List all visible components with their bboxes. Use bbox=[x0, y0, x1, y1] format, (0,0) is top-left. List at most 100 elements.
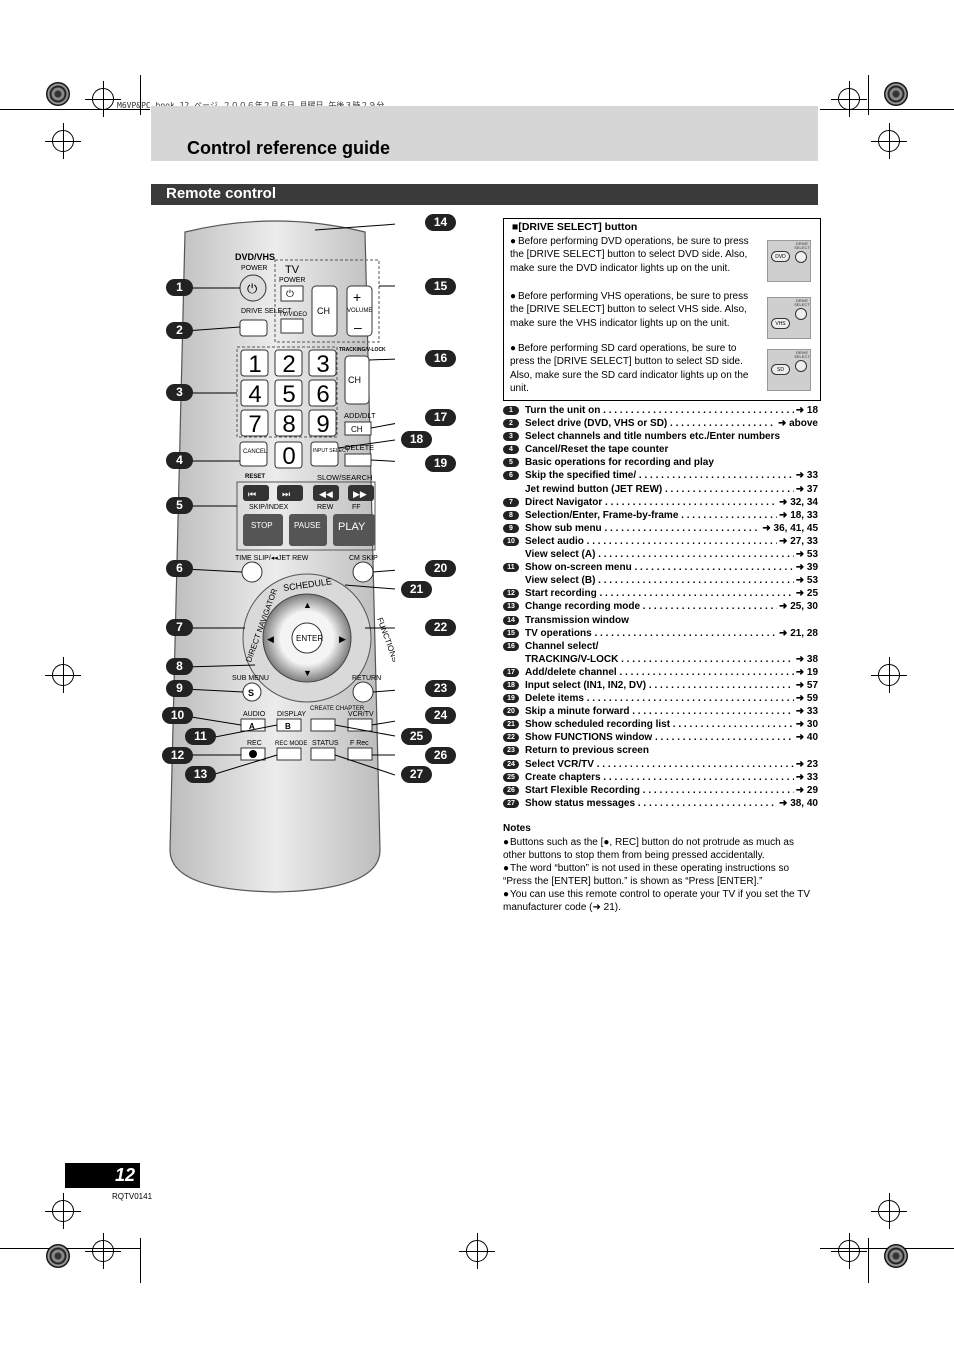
label-display: DISPLAY bbox=[277, 711, 306, 718]
item-page-ref: ➜ 21, 28 bbox=[777, 626, 818, 640]
callout-23: 23 bbox=[425, 680, 456, 697]
item-text: Select audio . . . . . . . . . . . . . .… bbox=[525, 535, 812, 547]
callout-24: 24 bbox=[425, 707, 456, 724]
label-tv-video: TV/VIDEO bbox=[279, 312, 307, 318]
label-return: RETURN bbox=[352, 675, 381, 682]
item-number-badge: 7 bbox=[503, 497, 519, 507]
label-rec-mode: REC MODE bbox=[275, 741, 307, 747]
label-reset: RESET bbox=[245, 474, 265, 480]
svg-text:CH: CH bbox=[351, 425, 363, 434]
crop-mark bbox=[820, 109, 954, 110]
item-page-ref: ➜ 33 bbox=[793, 469, 818, 483]
crop-mark bbox=[868, 1238, 869, 1283]
label-play: PLAY bbox=[338, 521, 366, 533]
item-text: View select (A) . . . . . . . . . . . . … bbox=[525, 549, 818, 561]
page-title: Control reference guide bbox=[187, 138, 391, 158]
item-text: Input select (IN1, IN2, DV) . . . . . . … bbox=[525, 679, 818, 691]
item-number-badge: 11 bbox=[503, 563, 519, 573]
callout-8: 8 bbox=[166, 658, 193, 675]
item-number-badge: 15 bbox=[503, 628, 519, 638]
page-code: RQTV0141 bbox=[112, 1192, 153, 1201]
item-number-badge: 13 bbox=[503, 602, 519, 612]
item-page-ref: ➜ 25, 30 bbox=[777, 600, 818, 614]
registration-mark bbox=[871, 123, 907, 159]
svg-text:▼: ▼ bbox=[303, 668, 312, 678]
registration-mark bbox=[871, 1193, 907, 1229]
list-item: TRACKING/V-LOCK . . . . . . . . . . . . … bbox=[503, 652, 818, 666]
label-sub-menu: SUB MENU bbox=[232, 675, 269, 682]
item-page-ref: ➜ 29 bbox=[793, 783, 818, 797]
item-page-ref: ➜ 38, 40 bbox=[777, 796, 818, 810]
svg-text:▶▶: ▶▶ bbox=[353, 489, 367, 499]
item-page-ref: ➜ 32, 34 bbox=[777, 495, 818, 509]
item-page-ref: ➜ 53 bbox=[793, 574, 818, 588]
callout-13: 13 bbox=[185, 766, 216, 783]
item-text: Show status messages . . . . . . . . . .… bbox=[525, 797, 818, 809]
item-text: Select channels and title numbers etc./E… bbox=[525, 431, 781, 443]
item-page-ref: ➜ 30 bbox=[793, 718, 818, 732]
item-text: Show scheduled recording list . . . . . … bbox=[525, 719, 818, 731]
item-text: TRACKING/V-LOCK . . . . . . . . . . . . … bbox=[525, 653, 818, 665]
section-bar bbox=[151, 184, 818, 205]
list-item: View select (A) . . . . . . . . . . . . … bbox=[503, 548, 818, 562]
callout-1: 1 bbox=[166, 279, 193, 296]
item-text: TV operations . . . . . . . . . . . . . … bbox=[525, 627, 818, 639]
list-item: View select (B) . . . . . . . . . . . . … bbox=[503, 574, 818, 588]
svg-text:⏭: ⏭ bbox=[282, 489, 290, 499]
svg-text:A: A bbox=[249, 722, 255, 731]
item-number-badge: 24 bbox=[503, 759, 519, 769]
label-ch: CH bbox=[317, 306, 330, 316]
label-power: POWER bbox=[241, 265, 267, 272]
label-create-chapter: CREATE CHAPTER bbox=[310, 706, 365, 712]
item-number-badge: 8 bbox=[503, 510, 519, 520]
callout-5: 5 bbox=[166, 497, 193, 514]
label-rec: REC bbox=[247, 740, 262, 747]
svg-text:▶: ▶ bbox=[339, 634, 346, 644]
item-page-ref: ➜ 33 bbox=[793, 705, 818, 719]
item-number-badge: 18 bbox=[503, 680, 519, 690]
callout-25: 25 bbox=[401, 728, 432, 745]
list-item: Jet rewind button (JET REW) . . . . . . … bbox=[503, 482, 818, 496]
registration-mark bbox=[85, 1233, 121, 1269]
registration-mark bbox=[831, 1233, 867, 1269]
crop-mark bbox=[0, 1248, 140, 1249]
list-item: 10 Select audio . . . . . . . . . . . . .… bbox=[503, 534, 818, 549]
item-number-badge: 2 bbox=[503, 419, 519, 429]
svg-text:3: 3 bbox=[316, 351, 329, 378]
item-number-badge: 10 bbox=[503, 536, 519, 546]
label-time-slip: TIME SLIP/◂◂JET REW bbox=[235, 555, 309, 562]
crop-mark bbox=[868, 75, 869, 115]
remote-control-illustration: DVD/VHS POWER ⏻ TV POWER ⏻ TV/VIDEO CH +… bbox=[169, 220, 395, 893]
item-text: Return to previous screen bbox=[525, 745, 649, 757]
item-page-ref: ➜ 53 bbox=[793, 548, 818, 562]
registration-mark bbox=[45, 123, 81, 159]
label-input-select: INPUT SELECT bbox=[313, 448, 349, 454]
svg-text:7: 7 bbox=[248, 411, 261, 438]
title-band bbox=[151, 106, 818, 161]
item-number-badge: 1 bbox=[503, 406, 519, 415]
label-audio: AUDIO bbox=[243, 711, 266, 718]
item-text: Select drive (DVD, VHS or SD) . . . . . … bbox=[525, 418, 818, 430]
item-number-badge: 20 bbox=[503, 707, 519, 717]
item-page-ref: ➜ 39 bbox=[793, 561, 818, 575]
item-page-ref: ➜ 25 bbox=[793, 587, 818, 601]
color-target-icon bbox=[884, 82, 908, 106]
item-page-ref: ➜ 57 bbox=[793, 678, 818, 693]
callout-15: 15 bbox=[425, 278, 456, 295]
item-number-badge: 23 bbox=[503, 746, 519, 756]
registration-mark bbox=[459, 1233, 495, 1269]
callout-16: 16 bbox=[425, 350, 456, 367]
item-number-badge: 27 bbox=[503, 798, 519, 808]
